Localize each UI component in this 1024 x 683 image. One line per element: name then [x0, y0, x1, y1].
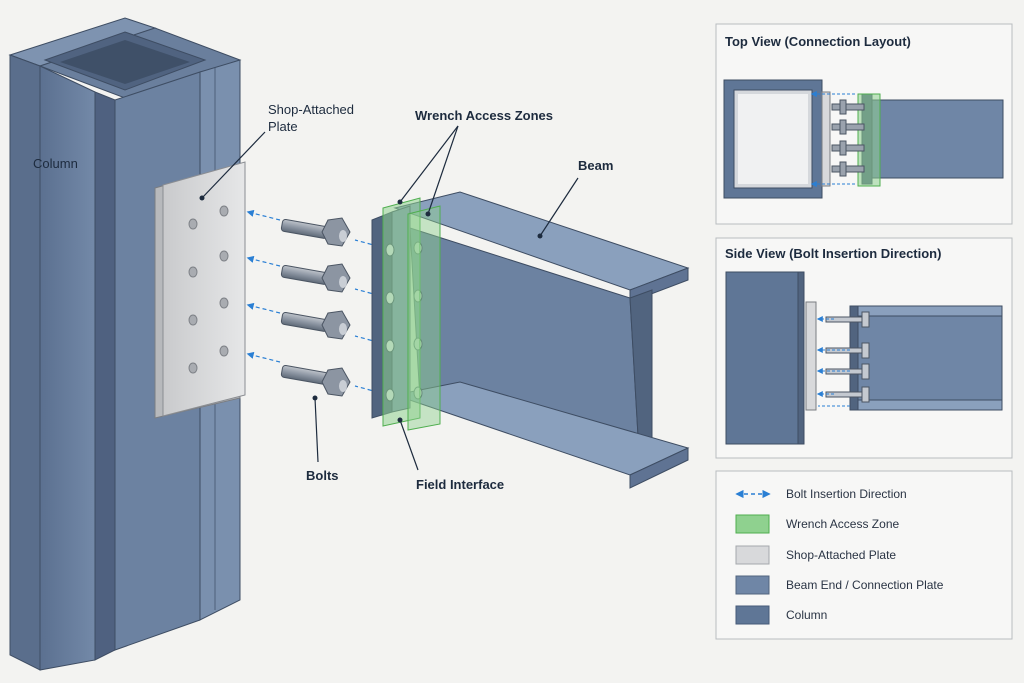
wrench-access-zones [382, 197, 441, 431]
bolt [280, 310, 351, 340]
bolts-label: Bolts [306, 468, 339, 483]
legend-label: Beam End / Connection Plate [786, 578, 944, 592]
legend-item: Wrench Access Zone [735, 514, 899, 534]
plate-swatch [735, 545, 770, 565]
legend-label: Column [786, 608, 827, 622]
leader-lines [201, 125, 579, 471]
bolt [280, 263, 351, 293]
top-view-title: Top View (Connection Layout) [725, 34, 911, 49]
bolt [280, 364, 351, 397]
column-label: Column [33, 156, 78, 171]
side-view-title: Side View (Bolt Insertion Direction) [725, 246, 941, 261]
beam-label: Beam [578, 158, 613, 173]
legend-panel: Bolt Insertion Direction Wrench Access Z… [715, 470, 1013, 640]
legend-item: Bolt Insertion Direction [735, 487, 907, 501]
insertion-arrows [246, 209, 386, 395]
legend-label: Wrench Access Zone [786, 517, 899, 531]
wrench-zones-label: Wrench Access Zones [415, 108, 553, 123]
top-view-panel: Top View (Connection Layout) [715, 23, 1013, 225]
wrench-swatch [735, 514, 770, 534]
bolt [280, 217, 351, 247]
plate-label-line2: Plate [268, 119, 298, 134]
legend-item: Column [735, 605, 827, 625]
beam-end-swatch [735, 575, 770, 595]
shop-attached-plate [154, 161, 246, 419]
plate-label-line1: Shop-Attached [268, 102, 354, 117]
legend-item: Shop-Attached Plate [735, 545, 896, 565]
plate-holes [188, 205, 229, 374]
field-interface-label: Field Interface [416, 477, 504, 492]
side-view-panel: Side View (Bolt Insertion Direction) [715, 237, 1013, 459]
bolts [280, 217, 351, 397]
legend-label: Shop-Attached Plate [786, 548, 896, 562]
column-swatch [735, 605, 770, 625]
legend-item: Beam End / Connection Plate [735, 575, 944, 595]
legend-label: Bolt Insertion Direction [786, 487, 907, 501]
